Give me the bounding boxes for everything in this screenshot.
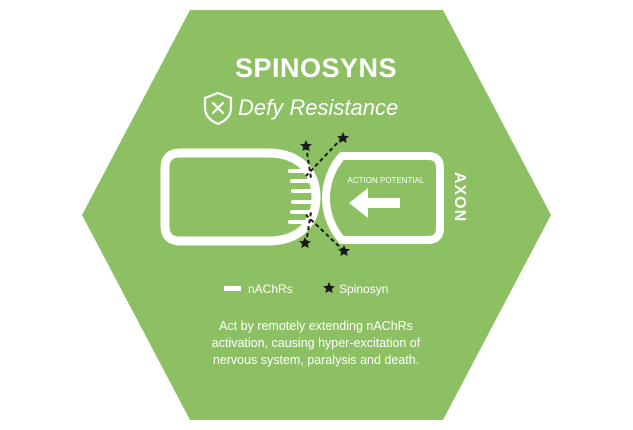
description-line: activation, causing hyper-excitation of xyxy=(212,336,421,350)
axon-outline xyxy=(322,152,444,244)
star-icon xyxy=(299,237,311,248)
star-icon xyxy=(337,132,349,143)
star-icon xyxy=(323,282,335,293)
shield-x-icon xyxy=(203,91,233,126)
spinosyn-binding-lines xyxy=(305,137,345,252)
legend: nAChRs Spinosyn xyxy=(224,282,388,296)
axon-label: AXON xyxy=(451,172,468,222)
arrow-left-icon xyxy=(349,188,400,218)
spinosyn-markers xyxy=(299,132,350,256)
action-potential-label: ACTION POTENTIAL xyxy=(348,176,425,185)
nachr-legend-swatch xyxy=(224,286,241,291)
description: Act by remotely extending nAChRs activat… xyxy=(212,319,421,367)
nachr-legend-label: nAChRs xyxy=(248,282,293,296)
spinosyn-legend-label: Spinosyn xyxy=(339,282,388,296)
description-line: nervous system, paralysis and death. xyxy=(213,353,419,367)
page-title: SPINOSYNS xyxy=(235,53,397,83)
nachr-receptors xyxy=(288,169,314,224)
presynaptic-terminal xyxy=(160,148,321,246)
star-icon xyxy=(300,140,312,151)
subtitle: Defy Resistance xyxy=(238,95,398,120)
star-icon xyxy=(338,245,350,256)
description-line: Act by remotely extending nAChRs xyxy=(219,319,413,333)
